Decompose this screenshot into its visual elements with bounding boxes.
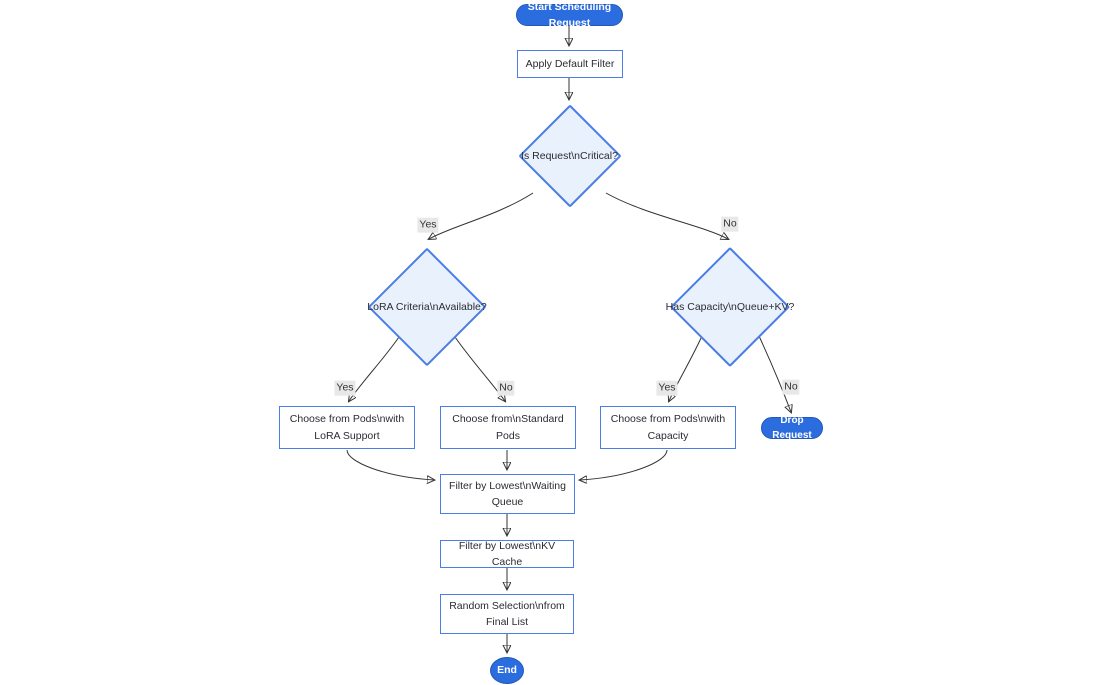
edge-lorapods-to-filter xyxy=(346,449,434,480)
node-choose-capacity-pods: Choose from Pods\nwith Capacity xyxy=(600,406,736,449)
edge-label-critical-no: No xyxy=(721,216,739,232)
node-filter-waiting-queue: Filter by Lowest\nWaiting Queue xyxy=(440,474,575,514)
decision-is-request-critical: Is Request\nCritical? xyxy=(517,104,622,208)
node-choose-standard-pods: Choose from\nStandard Pods xyxy=(440,406,576,449)
node-drop-request: Drop Request xyxy=(761,415,823,441)
edge-label-lora-yes: Yes xyxy=(334,380,356,396)
decision-has-capacity: Has Capacity\nQueue+KV? xyxy=(665,246,795,368)
decision-label: Has Capacity\nQueue+KV? xyxy=(665,301,795,313)
decision-label: Is Request\nCritical? xyxy=(521,150,618,162)
edge-capacitypods-to-filter xyxy=(580,449,668,480)
node-random-selection: Random Selection\nfrom Final List xyxy=(440,594,574,634)
node-end: End xyxy=(490,657,524,684)
edge-lora-yes xyxy=(349,336,400,401)
decision-label: LoRA Criteria\nAvailable? xyxy=(367,301,487,313)
edge-lora-no xyxy=(454,336,505,401)
edge-label-capacity-yes: Yes xyxy=(656,380,678,396)
node-choose-lora-pods: Choose from Pods\nwith LoRA Support xyxy=(279,406,415,449)
edge-label-critical-yes: Yes xyxy=(417,217,439,233)
edge-critical-yes xyxy=(429,192,534,239)
node-filter-kv-cache: Filter by Lowest\nKV Cache xyxy=(440,540,574,568)
node-start: Start Scheduling Request xyxy=(516,1,623,29)
edge-label-lora-no: No xyxy=(497,380,515,396)
edge-critical-no xyxy=(605,192,728,239)
edge-capacity-yes xyxy=(669,335,703,401)
decision-lora-criteria: LoRA Criteria\nAvailable? xyxy=(367,247,487,367)
edge-label-capacity-no: No xyxy=(782,379,800,395)
node-apply-default-filter: Apply Default Filter xyxy=(517,50,623,78)
edge-capacity-no xyxy=(758,335,791,412)
